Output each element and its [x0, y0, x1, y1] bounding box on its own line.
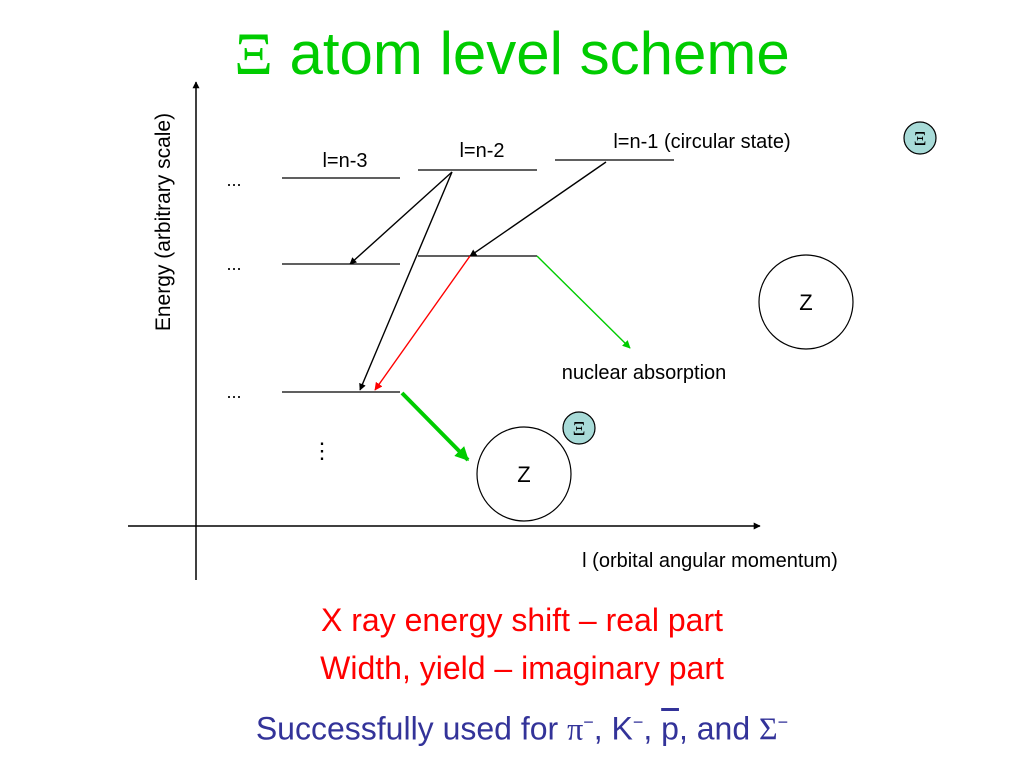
transition-n2-to-n3-lower [359, 171, 453, 391]
pi-symbol: π [567, 710, 584, 747]
hyperon-lower [562, 411, 596, 445]
bottom-line-imaginary-part: Width, yield – imaginary part [320, 650, 724, 686]
x-axis-label: l (orbital angular momentum) [582, 550, 838, 572]
ellipsis-middle: ... [226, 254, 241, 274]
level-scheme-diagram: Energy (arbitrary scale) l (orbital angu… [128, 81, 937, 580]
nucleus-lower-label: Z [517, 462, 530, 487]
y-axis-label: Energy (arbitrary scale) [152, 113, 175, 331]
sigma-symbol: Σ [759, 710, 778, 747]
used-for-prefix: Successfully used for [255, 710, 568, 747]
ellipsis-upper: ... [226, 170, 241, 190]
ellipsis-vertical: ⋮ [311, 438, 333, 463]
pi-minus: − [583, 712, 594, 732]
label-l-n-3: l=n-3 [322, 150, 367, 172]
hyperon-lower-symbol: Ξ [573, 418, 586, 440]
nuclear-absorption-arrow-lower [400, 391, 470, 462]
nucleus-lower [476, 426, 572, 522]
k-text: , K [593, 710, 633, 747]
nucleus-upper-label: Z [799, 290, 812, 315]
bottom-line-used-for: Successfully used for π−, K−, p, and Σ− [0, 702, 1024, 749]
nuclear-absorption-arrow-upper [536, 255, 631, 349]
k-minus: − [632, 712, 644, 732]
label-l-n-1: l=n-1 (circular state) [613, 131, 790, 153]
transition-n1-to-n2-lower [469, 161, 607, 257]
ellipsis-lower: ... [226, 382, 241, 402]
hyperon-upper-symbol: Ξ [914, 128, 927, 150]
bottom-line-real-part: X ray energy shift – real part [321, 602, 723, 638]
sigma-minus: − [777, 712, 789, 732]
nucleus-upper [758, 254, 854, 350]
antiproton-symbol: p [661, 710, 679, 747]
title-text: atom level scheme [272, 20, 790, 87]
hyperon-upper [903, 121, 937, 155]
and-text: , and [678, 710, 760, 747]
label-l-n-2: l=n-2 [459, 140, 504, 162]
separator: , [643, 710, 662, 747]
transition-n2-to-n3-middle [349, 171, 453, 265]
nuclear-absorption-label: nuclear absorption [562, 362, 727, 384]
title-xi-symbol: Ξ [234, 21, 273, 87]
page-title: Ξ atom level scheme [0, 18, 1024, 90]
transition-red-n2-to-n3 [374, 255, 471, 391]
